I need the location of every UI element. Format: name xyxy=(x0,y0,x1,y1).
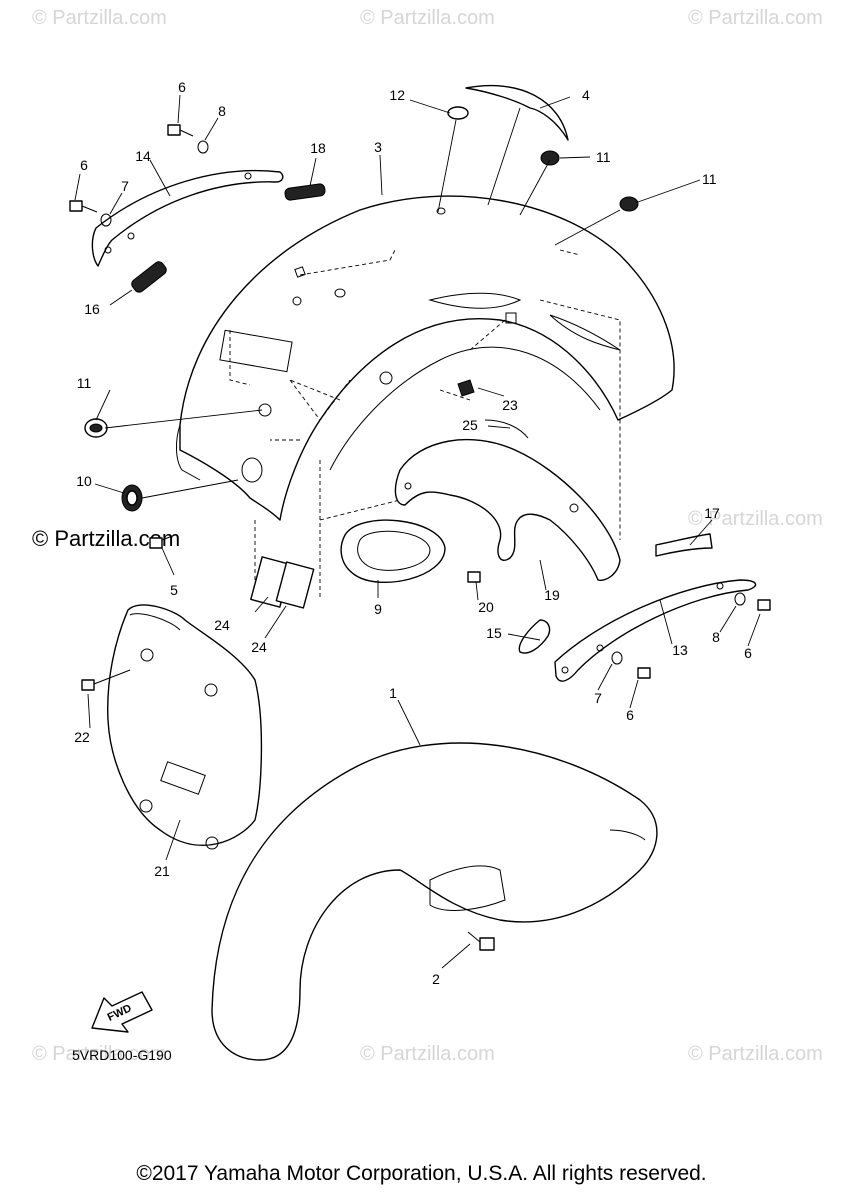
callout-7-right: 7 xyxy=(594,690,602,706)
part-2-bolt xyxy=(467,931,495,951)
fasteners-top-left xyxy=(69,124,209,227)
fasteners-right xyxy=(611,592,771,679)
watermark-top-center: © Partzilla.com xyxy=(360,7,495,29)
callout-12: 12 xyxy=(389,87,405,103)
part-15-trim xyxy=(518,619,551,654)
watermark-bottom-center: © Partzilla.com xyxy=(360,1043,495,1065)
watermark-mid-right: © Partzilla.com xyxy=(688,508,823,530)
callout-5: 5 xyxy=(170,582,178,598)
callout-14: 14 xyxy=(135,148,151,164)
part-18-pad xyxy=(284,183,326,201)
callout-6-lower: 6 xyxy=(626,707,634,723)
callout-15: 15 xyxy=(486,625,502,641)
callout-8-top: 8 xyxy=(218,103,226,119)
copyright-notice: ©2017 Yamaha Motor Corporation, U.S.A. A… xyxy=(136,1162,707,1185)
part-12-washer xyxy=(447,106,469,120)
part-17-trim xyxy=(655,533,713,557)
part-16-pad xyxy=(131,261,167,293)
callout-8-right: 8 xyxy=(712,629,720,645)
part-21-side-cover xyxy=(107,604,263,850)
watermark-bottom-left: © Partzilla.com xyxy=(32,1043,167,1065)
callout-9: 9 xyxy=(374,601,382,617)
callout-4: 4 xyxy=(582,87,590,103)
fwd-arrow[interactable]: FWD xyxy=(91,991,153,1033)
watermarks: © Partzilla.com © Partzilla.com © Partzi… xyxy=(32,7,823,1065)
part-14-rail xyxy=(91,169,284,267)
part-4-trim-strip xyxy=(465,84,569,141)
part-20-bolt xyxy=(467,571,481,583)
part-19-inner-flap xyxy=(394,419,621,582)
part-23-clip xyxy=(457,379,475,397)
part-24-pad-b xyxy=(275,561,315,609)
part-22-bolt xyxy=(81,669,131,691)
callout-11-top: 11 xyxy=(596,149,611,165)
callout-19: 19 xyxy=(544,587,560,603)
part-11-grommets xyxy=(84,150,639,438)
part-3-rear-fender xyxy=(176,195,675,521)
callout-11-left: 11 xyxy=(77,375,92,391)
callout-7-left: 7 xyxy=(121,178,129,194)
part-9-lens xyxy=(340,519,446,583)
watermark-bottom-right: © Partzilla.com xyxy=(688,1043,823,1065)
callout-16: 16 xyxy=(84,301,100,317)
callout-13: 13 xyxy=(672,642,688,658)
part-10-grommet xyxy=(121,479,239,512)
callout-24-a: 24 xyxy=(214,617,230,633)
callout-10: 10 xyxy=(76,473,92,489)
part-5-bolt xyxy=(149,534,176,549)
callout-6-top: 6 xyxy=(178,79,186,95)
callout-6-left: 6 xyxy=(80,157,88,173)
callout-11-right: 11 xyxy=(702,171,717,187)
leader-lines xyxy=(74,94,761,969)
diagram-code: 5VRD100-G190 xyxy=(72,1047,172,1063)
part-13-rail xyxy=(554,579,757,682)
callout-21: 21 xyxy=(154,863,170,879)
callout-25: 25 xyxy=(462,417,478,433)
callout-18: 18 xyxy=(310,140,326,156)
callout-17: 17 xyxy=(704,505,720,521)
callout-2: 2 xyxy=(432,971,440,987)
callout-24-b: 24 xyxy=(251,639,267,655)
watermark-top-right: © Partzilla.com xyxy=(688,7,823,29)
watermark-top-left: © Partzilla.com xyxy=(32,7,167,29)
callout-6-right: 6 xyxy=(744,645,752,661)
callout-23: 23 xyxy=(502,397,518,413)
callouts: 12 4 3 11 11 11 6 8 6 7 14 18 16 10 5 23… xyxy=(74,79,752,987)
callout-22: 22 xyxy=(74,729,90,745)
callout-20: 20 xyxy=(478,599,494,615)
part-1-front-fender xyxy=(211,742,658,1061)
callout-3: 3 xyxy=(374,139,382,155)
callout-1: 1 xyxy=(389,685,397,701)
